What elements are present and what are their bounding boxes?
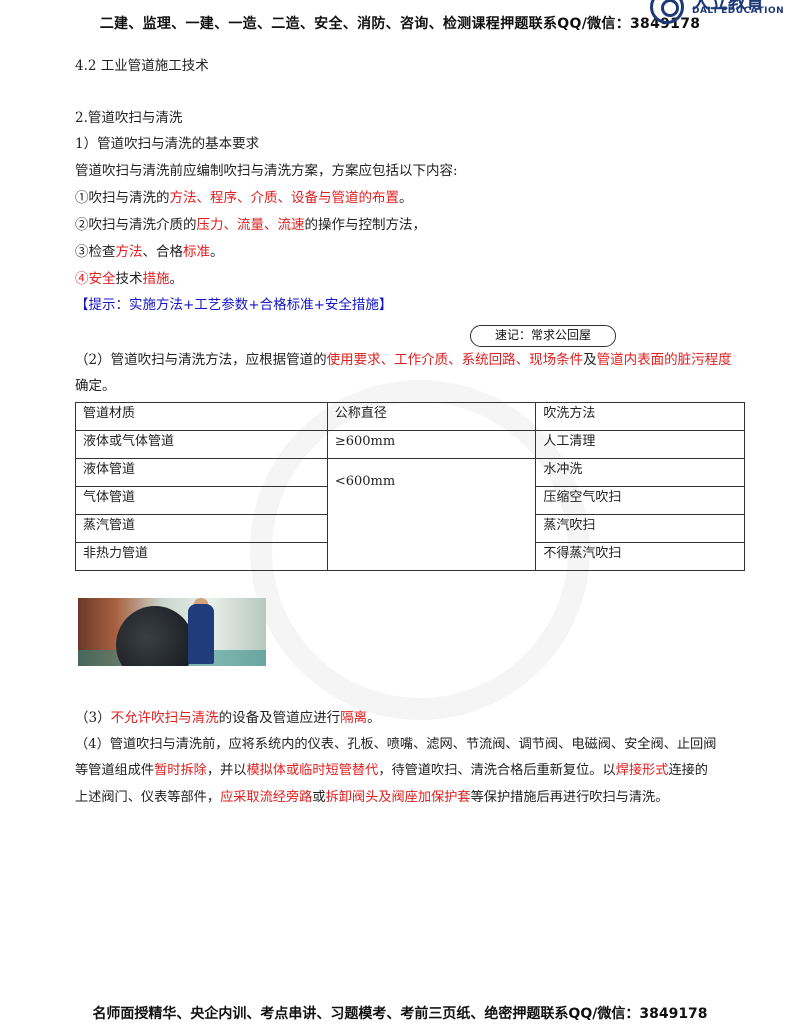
paragraph-3-prefix: （3） — [75, 710, 111, 726]
item-2: ②吹扫与清洗介质的压力、流量、流速的操作与控制方法， — [75, 215, 426, 235]
paragraph-3: （3）不允许吹扫与清洗的设备及管道应进行隔离。 — [75, 708, 381, 728]
paragraph-4-line-2: 等管道组成件暂时拆除，并以模拟体或临时短管替代，待管道吹扫、清洗合格后重新复位。… — [75, 761, 708, 781]
paragraph-4-highlight: 拆卸阀头及阀座加保护套 — [325, 790, 471, 805]
brand-logo: 大立教育 DALI EDUCATION — [648, 0, 800, 24]
item-1: ①吹扫与清洗的方法、程序、介质、设备与管道的布置。 — [75, 188, 413, 208]
item-3-prefix: ③检查 — [75, 244, 116, 260]
table-header-cell: 公称直径 — [326, 402, 537, 431]
paragraph-4-highlight: 应采取流经旁路 — [220, 790, 313, 805]
cleaning-method-table: 管道材质 公称直径 吹洗方法 液体或气体管道 ≥600mm 人工清理 液体管道 … — [75, 402, 745, 571]
table-row: 气体管道 压缩空气吹扫 — [75, 486, 745, 515]
paragraph-4-text: 或 — [312, 790, 326, 805]
tip-text: 【提示：实施方法+工艺参数+合格标准+安全措施】 — [75, 297, 393, 313]
paragraph-2-prefix: （2）管道吹扫与清洗方法，应根据管道的 — [75, 352, 327, 368]
paragraph-4-highlight: 暂时拆除 — [154, 763, 207, 778]
table-cell-method: 蒸汽吹扫 — [535, 514, 745, 543]
table-cell-material: 液体管道 — [75, 458, 328, 487]
page-footer: 名师面授精华、央企内训、考点串讲、习题模考、考前三页纸、绝密押题联系QQ/微信：… — [92, 1006, 708, 1022]
paragraph-3-highlight-2: 隔离 — [340, 710, 368, 726]
logo-cn-text: 大立教育 — [692, 0, 764, 13]
table-cell-material: 液体或气体管道 — [75, 430, 328, 459]
logo-icon — [650, 0, 684, 24]
memo-badge: 速记：常求公回屋 — [470, 325, 616, 347]
item-1-highlight: 方法、程序、介质、设备与管道的布置 — [169, 190, 400, 206]
paragraph-2-line-2: 确定。 — [75, 378, 116, 394]
photo-pipe — [116, 606, 194, 666]
table-cell-method: 不得蒸汽吹扫 — [535, 542, 745, 571]
requirements-heading: 1）管道吹扫与清洗的基本要求 — [75, 136, 260, 152]
item-3-highlight-1: 方法 — [115, 244, 143, 260]
paragraph-2-mid: 及 — [583, 352, 597, 368]
paragraph-4-line-3: 上述阀门、仪表等部件，应采取流经旁路或拆卸阀头及阀座加保护套等保护措施后再进行吹… — [75, 788, 668, 808]
section-title: 4.2 工业管道施工技术 — [75, 58, 209, 74]
logo-en-text: DALI EDUCATION — [692, 6, 785, 16]
item-3: ③检查方法、合格标准。 — [75, 242, 224, 262]
paragraph-4-line-1: （4）管道吹扫与清洗前，应将系统内的仪表、孔板、喷嘴、滤网、节流阀、调节阀、电磁… — [75, 737, 717, 752]
table-row: 非热力管道 不得蒸汽吹扫 — [75, 542, 745, 571]
table-cell-method: 人工清理 — [535, 430, 745, 459]
item-4-end: 。 — [169, 271, 184, 287]
subsection-title: 2.管道吹扫与清洗 — [75, 110, 183, 126]
paragraph-3-mid: 的设备及管道应进行 — [218, 710, 341, 726]
paragraph-3-end: 。 — [367, 710, 381, 726]
table-header-row: 管道材质 公称直径 吹洗方法 — [75, 402, 745, 431]
paragraph-4-text: 连接的 — [668, 763, 708, 778]
paragraph-2-highlight-1: 使用要求、工作介质、系统回路、现场条件 — [326, 352, 584, 368]
paragraph-4-highlight: 模拟体或临时短管替代 — [246, 763, 379, 778]
item-4-highlight-2: 措施 — [142, 271, 170, 287]
table-cell-method: 压缩空气吹扫 — [535, 486, 745, 515]
photo-worker — [188, 604, 214, 664]
item-1-end: 。 — [399, 190, 413, 206]
paragraph-4-text: ，并以 — [206, 763, 247, 778]
paragraph-2-highlight-2: 管道内表面的脏污程度 — [596, 352, 732, 368]
item-2-prefix: ②吹扫与清洗介质的 — [75, 217, 197, 233]
table-header-cell: 吹洗方法 — [535, 402, 745, 431]
table-cell-method: 水冲洗 — [535, 458, 745, 487]
page-header: 二建、监理、一建、一造、二造、安全、消防、咨询、检测课程押题联系QQ/微信：38… — [99, 16, 701, 32]
table-cell-material: 气体管道 — [75, 486, 328, 515]
table-row: 液体或气体管道 ≥600mm 人工清理 — [75, 430, 745, 459]
item-4: ④安全技术措施。 — [75, 269, 183, 289]
intro-paragraph: 管道吹扫与清洗前应编制吹扫与清洗方案，方案应包括以下内容: — [75, 163, 458, 179]
table-row: 液体管道 <600mm 水冲洗 — [75, 458, 745, 571]
table-cell-material: 蒸汽管道 — [75, 514, 328, 543]
item-3-highlight-2: 标准 — [183, 244, 210, 260]
item-2-highlight: 压力、流量、流速 — [196, 217, 305, 233]
paragraph-4-text: 等保护措施后再进行吹扫与清洗。 — [470, 790, 669, 805]
item-2-end: 的操作与控制方法， — [304, 217, 427, 233]
item-3-mid: 、合格 — [142, 244, 184, 260]
paragraph-4-text: 等管道组成件 — [75, 763, 155, 778]
paragraph-3-highlight-1: 不允许吹扫与清洗 — [110, 710, 219, 726]
item-4-mid: 技术 — [115, 271, 143, 287]
paragraph-4-text: ，待管道吹扫、清洗合格后重新复位。以 — [378, 763, 616, 778]
item-1-prefix: ①吹扫与清洗的 — [75, 190, 170, 206]
table-cell-material: 非热力管道 — [75, 542, 328, 571]
item-4-highlight-1: ④安全 — [75, 271, 116, 287]
table-cell-diameter: <600mm — [326, 458, 537, 571]
paragraph-4-text: 上述阀门、仪表等部件， — [75, 790, 221, 805]
paragraph-2: （2）管道吹扫与清洗方法，应根据管道的使用要求、工作介质、系统回路、现场条件及管… — [75, 350, 732, 370]
table-cell-diameter: ≥600mm — [326, 430, 537, 459]
paragraph-4-highlight: 焊接形式 — [615, 763, 669, 778]
item-3-end: 。 — [210, 244, 224, 260]
pipe-cleaning-photo — [78, 598, 266, 666]
table-header-cell: 管道材质 — [75, 402, 328, 431]
